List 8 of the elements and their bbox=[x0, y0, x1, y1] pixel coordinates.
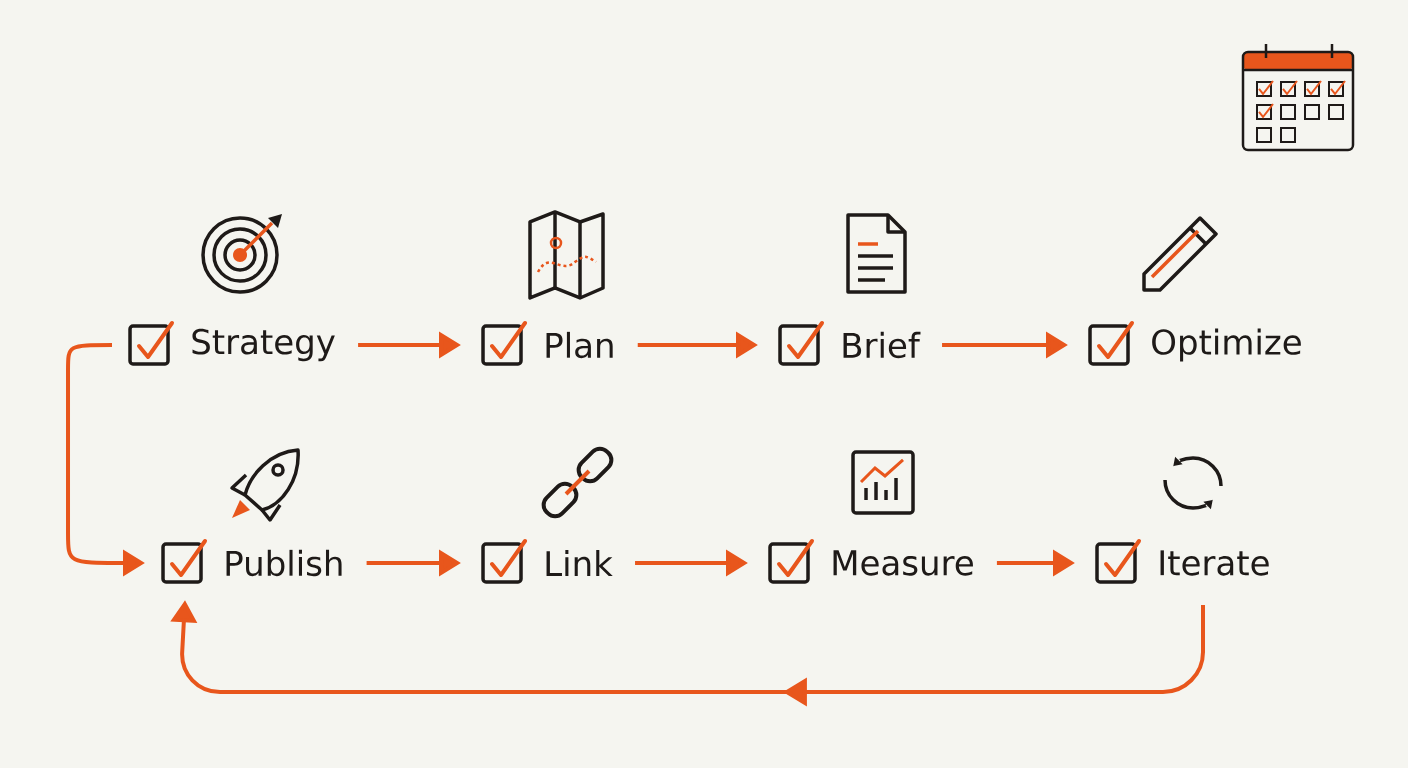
step-label: Brief bbox=[843, 331, 921, 359]
step-label: Plan bbox=[546, 331, 613, 359]
step-label: Publish bbox=[226, 549, 342, 577]
step-label: Link bbox=[546, 550, 613, 576]
step-label: Measure bbox=[833, 550, 973, 576]
step-label: Optimize bbox=[1152, 328, 1301, 362]
step-label: Strategy bbox=[192, 328, 335, 362]
step-label: Iterate bbox=[1160, 550, 1269, 576]
